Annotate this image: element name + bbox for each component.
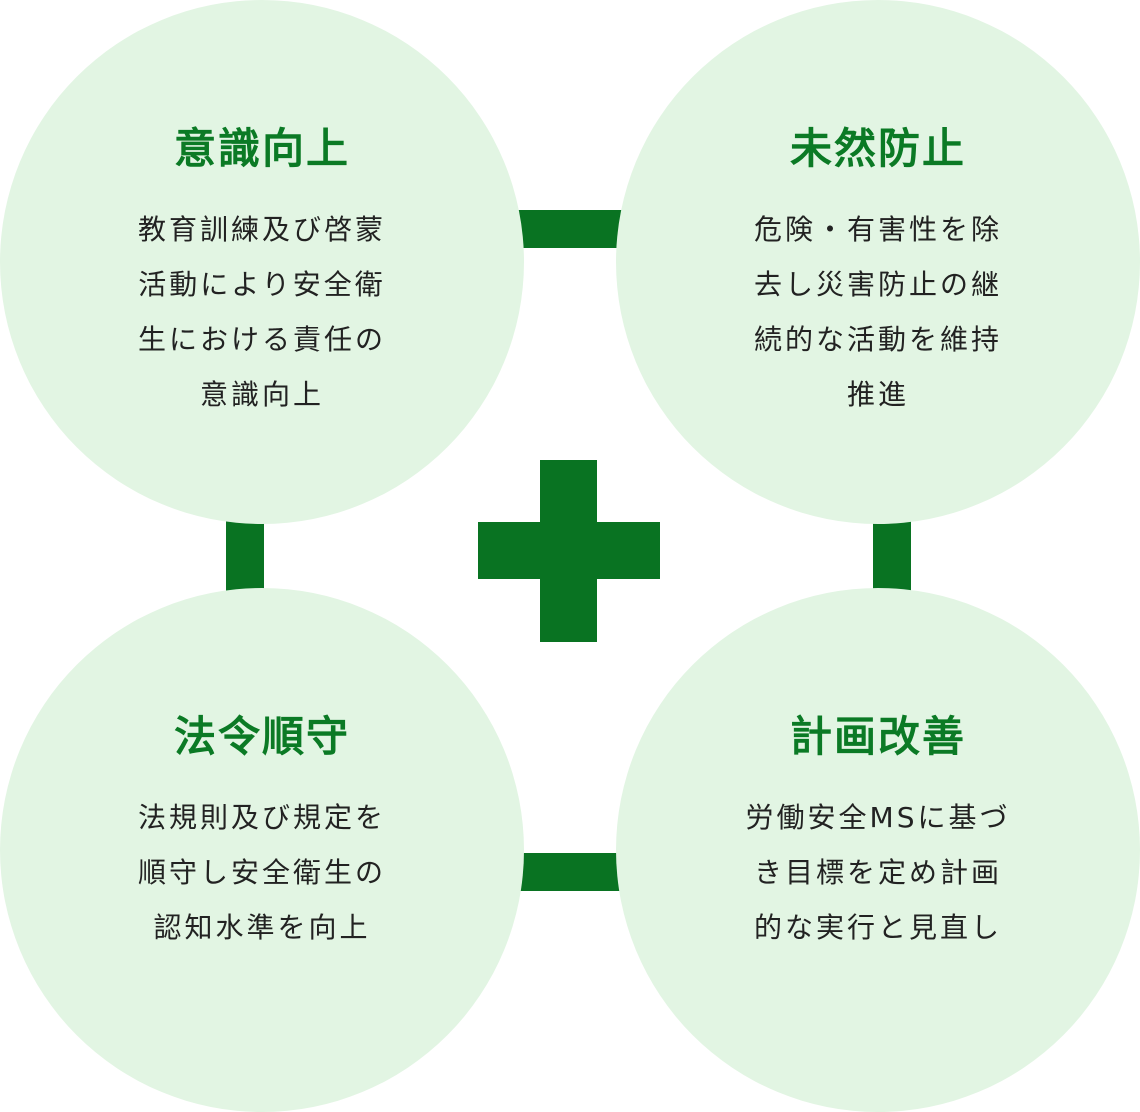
connector-top	[510, 210, 630, 248]
circle-awareness: 意識向上 教育訓練及び啓蒙 活動により安全衛 生における責任の 意識向上	[0, 0, 524, 524]
circle-title: 計画改善	[789, 712, 966, 761]
plus-horizontal-bar	[478, 522, 660, 579]
connector-bottom	[510, 853, 630, 891]
circle-title: 意識向上	[173, 124, 350, 173]
circle-prevention: 未然防止 危険・有害性を除 去し災害防止の継 続的な活動を維持 推進	[616, 0, 1140, 524]
circle-description: 教育訓練及び啓蒙 活動により安全衛 生における責任の 意識向上	[137, 213, 386, 411]
circle-description: 労働安全MSに基づ き目標を定め計画 的な実行と見直し	[745, 801, 1011, 944]
circle-description: 危険・有害性を除 去し災害防止の継 続的な活動を維持 推進	[753, 213, 1002, 411]
circle-compliance: 法令順守 法規則及び規定を 順守し安全衛生の 認知水準を向上	[0, 588, 524, 1112]
circle-description: 法規則及び規定を 順守し安全衛生の 認知水準を向上	[137, 801, 386, 944]
circle-title: 未然防止	[789, 124, 966, 173]
plus-icon	[478, 460, 660, 642]
circle-title: 法令順守	[173, 712, 350, 761]
circle-improvement: 計画改善 労働安全MSに基づ き目標を定め計画 的な実行と見直し	[616, 588, 1140, 1112]
